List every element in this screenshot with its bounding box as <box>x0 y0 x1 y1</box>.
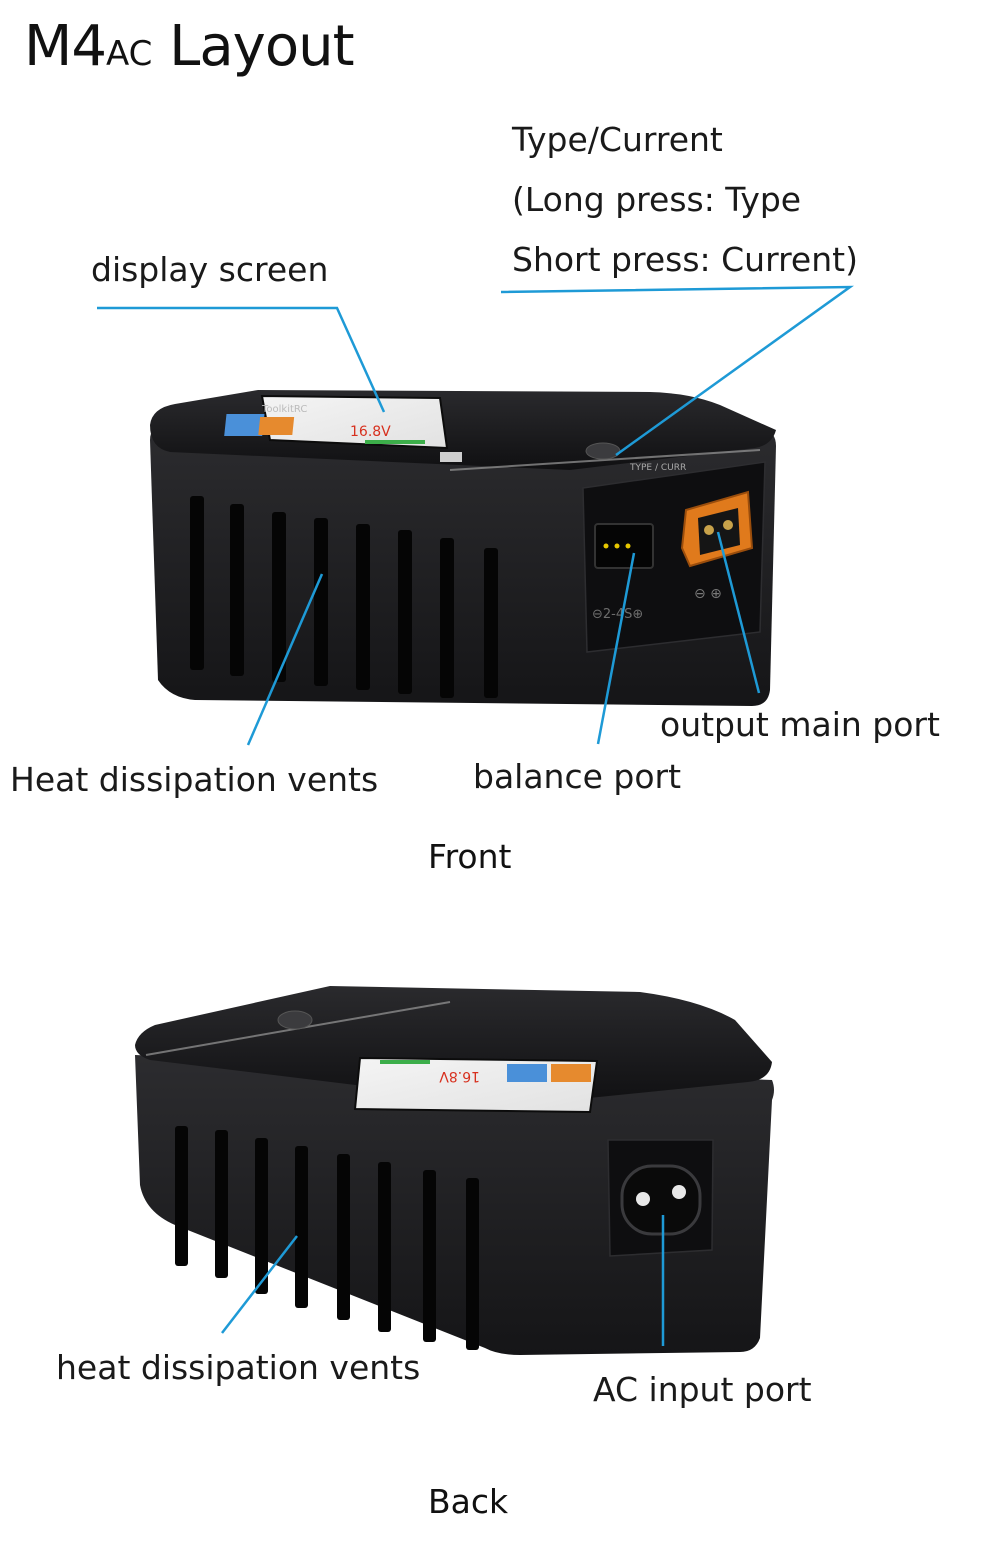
balance-port-shape <box>594 523 654 569</box>
back-screen-green-bar <box>380 1060 430 1064</box>
front-type-curr-button <box>585 442 621 460</box>
back-heat-vents-callout-line <box>221 1235 298 1334</box>
heat-vents-callout-line <box>246 573 324 746</box>
screen-voltage-reading: 16.8V <box>350 424 391 440</box>
back-heat-vents-label: heat dissipation vents <box>56 1348 421 1387</box>
back-screen-voltage-reading: 16.8V <box>439 1068 480 1084</box>
back-device: 16.8V <box>135 986 774 1355</box>
output-port-shape: ⊖ ⊕ <box>680 490 754 602</box>
back-screen-blue-block <box>507 1064 547 1082</box>
front-section-label: Front <box>428 837 512 876</box>
back-vents <box>175 1126 479 1350</box>
front-device-bevel <box>449 449 761 471</box>
output-port-label: output main port <box>660 705 940 744</box>
back-display-screen: 16.8V <box>353 1056 599 1114</box>
back-screen-orange-block <box>551 1064 591 1082</box>
front-vents <box>190 496 498 698</box>
heat-vents-label: Heat dissipation vents <box>10 760 379 799</box>
page-title: M4AC Layout <box>24 14 355 79</box>
title-sub: AC <box>105 34 153 74</box>
front-brand-logo: ToolkitRC <box>261 404 307 415</box>
screen-orange-block <box>258 417 295 435</box>
type-current-label-line3: Short press: Current) <box>512 240 858 279</box>
ac-input-port-shape <box>620 1164 702 1236</box>
title-main: M4 <box>24 14 107 79</box>
display-screen-label: display screen <box>91 250 329 289</box>
type-current-callout-line <box>500 285 854 457</box>
balance-port-callout-line <box>596 552 636 745</box>
display-screen-callout-line <box>97 306 386 413</box>
svg-text:⊖ ⊕: ⊖ ⊕ <box>694 586 722 602</box>
screen-blue-block <box>224 414 265 436</box>
back-callout-lines <box>221 1215 665 1346</box>
front-button-marking: TYPE / CURR <box>629 463 686 473</box>
output-port-callout-line <box>716 531 761 694</box>
balance-port-marking: ⊖2-4S⊕ <box>592 607 643 622</box>
back-type-curr-button <box>277 1010 313 1030</box>
front-callout-lines <box>97 285 854 746</box>
display-screen: 16.8V ToolkitRC <box>224 394 449 450</box>
type-current-label-line1: Type/Current <box>512 120 723 159</box>
ac-input-label: AC input port <box>593 1370 812 1409</box>
front-device: 16.8V ToolkitRC TYPE / CURR ⊖2 <box>150 390 776 706</box>
type-current-label-line2: (Long press: Type <box>512 180 802 219</box>
title-rest: Layout <box>152 14 354 79</box>
back-section-label: Back <box>428 1482 509 1521</box>
back-device-body <box>135 1055 774 1355</box>
balance-port-label: balance port <box>473 757 682 796</box>
front-model-badge <box>440 452 462 462</box>
screen-green-bar <box>365 440 425 444</box>
